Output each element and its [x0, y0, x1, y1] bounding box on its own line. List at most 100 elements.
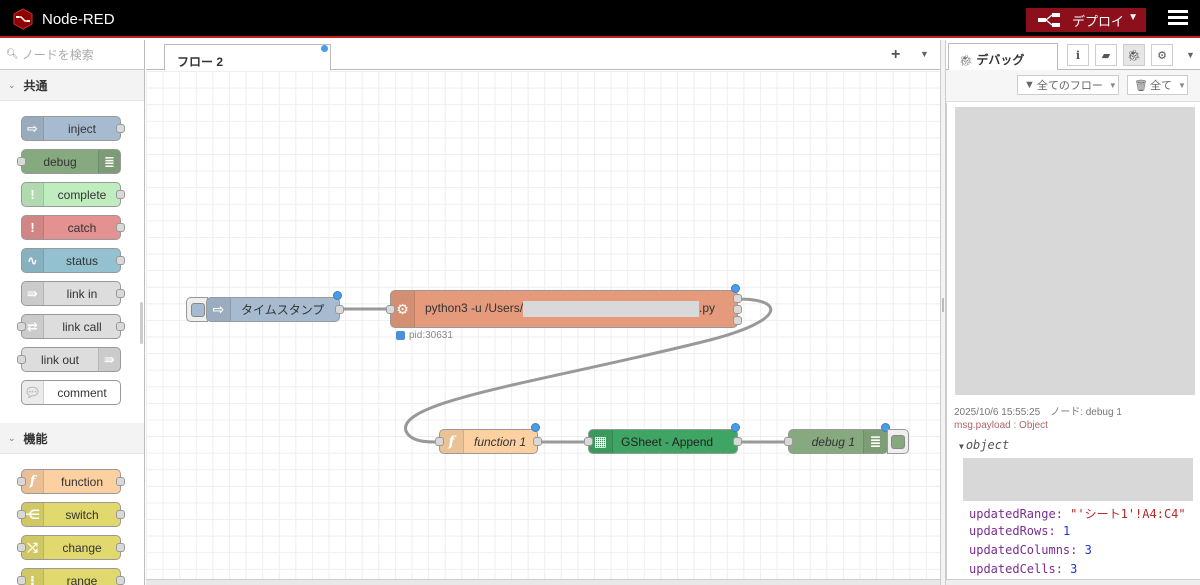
- palette-node-link-call[interactable]: ⇄ link call: [17, 314, 125, 339]
- workspace: フロー 2 + ▼ ⇨ タイムスタンプ ⚙ python3 -u /Users/…: [146, 40, 940, 585]
- input-port[interactable]: [584, 437, 593, 446]
- palette-node-change[interactable]: ⤮ change: [17, 535, 125, 560]
- info-tab-button[interactable]: i: [1067, 44, 1089, 66]
- debug-filter-dropdown[interactable]: ▼ 全てのフロー ▼: [1017, 75, 1119, 95]
- input-port[interactable]: [386, 305, 395, 314]
- search-icon: 🔍︎: [6, 49, 19, 60]
- palette-node-function[interactable]: f function: [17, 469, 125, 494]
- input-port[interactable]: [784, 437, 793, 446]
- palette-node-complete[interactable]: ! complete: [21, 182, 125, 207]
- exec-command-suffix: .py: [699, 301, 716, 316]
- node-label: debug 1: [811, 434, 855, 449]
- changed-indicator-icon: [531, 423, 540, 432]
- canvas-horizontal-scrollbar[interactable]: [146, 579, 940, 585]
- input-port[interactable]: [435, 437, 444, 446]
- palette-category-common[interactable]: ⌄ 共通: [0, 70, 144, 101]
- output-port-stdout[interactable]: [733, 294, 742, 303]
- shuffle-icon: ⤮: [22, 536, 44, 559]
- spreadsheet-icon: ▦: [589, 430, 613, 453]
- node-debug-1[interactable]: debug 1 ≣: [784, 423, 890, 454]
- node-palette: 🔍︎ ノードを検索 ⌄ 共通 ⇨ inject debug ≣ ! comple…: [0, 40, 145, 585]
- link-call-icon: ⇄: [22, 315, 44, 338]
- palette-node-inject[interactable]: ⇨ inject: [21, 116, 125, 141]
- changed-indicator-icon: [333, 291, 342, 300]
- node-gsheet-append[interactable]: ▦ GSheet - Append: [584, 423, 742, 454]
- category-label: 機能: [23, 431, 48, 446]
- object-expander[interactable]: ▼object: [959, 438, 1009, 452]
- search-input[interactable]: ノードを検索: [21, 48, 94, 62]
- debug-clear-button[interactable]: 🗑︎ 全て ▼: [1127, 75, 1188, 95]
- splitter-grip-icon: [942, 298, 944, 312]
- config-tab-button[interactable]: ⚙: [1151, 44, 1173, 66]
- palette-node-label: inject: [67, 121, 96, 136]
- category-label: 共通: [23, 78, 48, 93]
- sidebar-menu-dropdown-icon[interactable]: ▼: [1186, 50, 1195, 60]
- debug-tab-button[interactable]: 🐞︎: [1123, 44, 1145, 66]
- changed-indicator-icon: [731, 284, 740, 293]
- output-port-stderr[interactable]: [733, 305, 742, 314]
- node-function-1[interactable]: f function 1: [435, 423, 542, 454]
- palette-node-label: range: [66, 573, 98, 585]
- palette-node-debug[interactable]: debug ≣: [17, 149, 121, 174]
- flow-list-dropdown-icon[interactable]: ▼: [920, 49, 929, 59]
- node-label: python3 -u /Users/.py: [415, 301, 715, 317]
- app-logo: Node-RED: [12, 8, 115, 30]
- palette-node-switch[interactable]: ⋲ switch: [17, 502, 125, 527]
- palette-node-link-in[interactable]: ⇛ link in: [21, 281, 125, 306]
- flow-canvas[interactable]: ⇨ タイムスタンプ ⚙ python3 -u /Users/.py pid:30…: [146, 71, 940, 579]
- tab-debug[interactable]: 🐞︎ デバッグ: [948, 43, 1058, 71]
- palette-node-status[interactable]: ∿ status: [21, 248, 125, 273]
- palette-node-range[interactable]: ⁝ range: [17, 568, 125, 585]
- help-tab-button[interactable]: ▰: [1095, 44, 1117, 66]
- triangle-down-icon: ▼: [959, 442, 964, 451]
- chevron-down-icon: ⌄: [8, 79, 16, 90]
- palette-node-comment[interactable]: 💬︎ comment: [21, 380, 121, 405]
- list-icon: ≣: [863, 430, 887, 453]
- property-row: updatedCells: 3: [969, 562, 1078, 576]
- debug-toggle-button[interactable]: [887, 429, 909, 454]
- redacted-path: [523, 301, 700, 317]
- filter-icon: ▼: [1024, 79, 1035, 91]
- property-key: updatedCells: [969, 562, 1056, 576]
- debug-message-topic[interactable]: msg.payload : Object: [954, 420, 1048, 431]
- palette-node-label: function: [60, 474, 104, 489]
- palette-node-label: debug: [43, 154, 77, 169]
- debug-toolbar: ▼ 全てのフロー ▼ 🗑︎ 全て ▼: [946, 70, 1200, 102]
- input-port: [17, 477, 26, 486]
- wires-layer: [340, 297, 788, 444]
- main-menu-button[interactable]: [1168, 10, 1188, 28]
- node-label: GSheet - Append: [621, 434, 714, 449]
- palette-node-link-out[interactable]: link out ⇛: [17, 347, 121, 372]
- bug-icon: 🐞︎: [1127, 49, 1141, 62]
- link-in-icon: ⇛: [22, 282, 44, 305]
- output-port[interactable]: [533, 437, 542, 446]
- inject-trigger-button[interactable]: [186, 297, 208, 322]
- sidebar-splitter[interactable]: [940, 40, 946, 585]
- node-timestamp-inject[interactable]: ⇨ タイムスタンプ: [206, 291, 344, 322]
- output-port[interactable]: [335, 305, 344, 314]
- output-port-return[interactable]: [733, 316, 742, 325]
- node-exec-python[interactable]: ⚙ python3 -u /Users/.py: [386, 284, 742, 328]
- wire[interactable]: [404, 297, 773, 444]
- link-out-icon: ⇛: [98, 348, 120, 371]
- palette-scrollbar[interactable]: [140, 302, 143, 344]
- exclamation-icon: !: [22, 183, 44, 206]
- output-port[interactable]: [733, 437, 742, 446]
- tab-flow-2[interactable]: フロー 2: [164, 44, 331, 71]
- add-flow-button[interactable]: +: [891, 46, 901, 63]
- deploy-button[interactable]: デプロイ ▼: [1026, 8, 1146, 32]
- palette-search[interactable]: 🔍︎ ノードを検索: [0, 40, 144, 70]
- palette-category-function[interactable]: ⌄ 機能: [0, 423, 144, 454]
- function-icon: f: [440, 430, 464, 453]
- clear-label: 全て: [1149, 80, 1172, 92]
- palette-node-label: link in: [66, 286, 98, 301]
- debug-messages: 2025/10/6 15:55:25 ノード: debug 1 msg.payl…: [946, 103, 1200, 585]
- filter-label: 全てのフロー: [1036, 80, 1103, 92]
- pulse-icon: ∿: [22, 249, 44, 272]
- object-tree[interactable]: ▼object: [959, 438, 1009, 452]
- input-port: [17, 543, 26, 552]
- deploy-dropdown-icon[interactable]: ▼: [1128, 12, 1138, 23]
- palette-node-catch[interactable]: ! catch: [21, 215, 125, 240]
- tab-label: デバッグ: [976, 53, 1025, 67]
- menu-bar-icon: [1168, 10, 1188, 13]
